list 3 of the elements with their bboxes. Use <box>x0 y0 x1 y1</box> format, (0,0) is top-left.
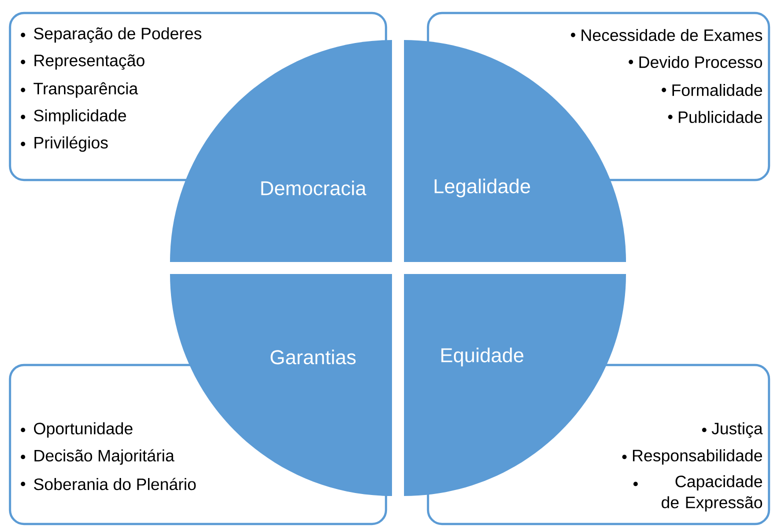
pie-segment: Democracia <box>170 40 392 262</box>
pie-segment: Legalidade <box>404 40 626 262</box>
pie-segment: Equidade <box>404 274 626 496</box>
